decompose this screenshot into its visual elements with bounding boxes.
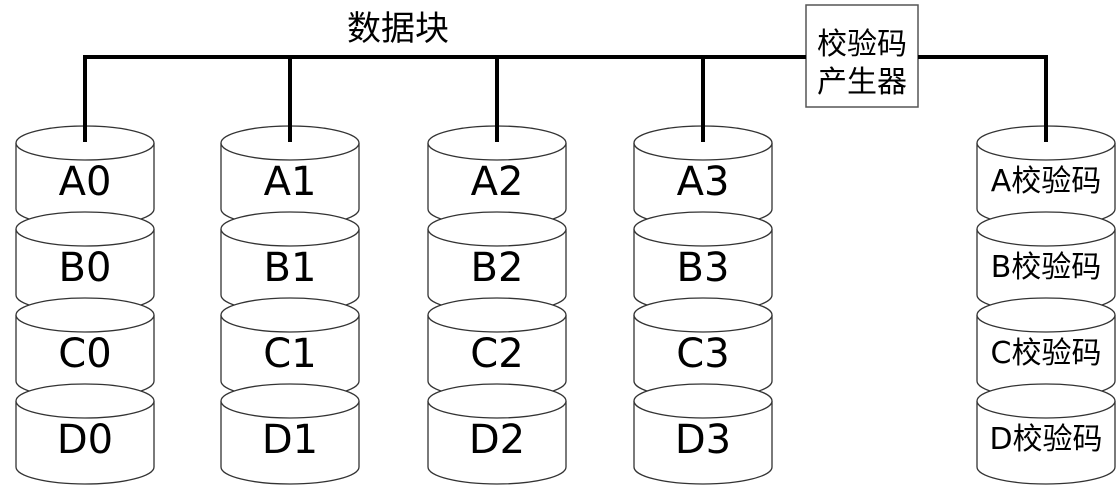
block-label: A校验码: [991, 164, 1102, 199]
disk-segment: C0: [15, 297, 155, 399]
bus-left-line: [83, 55, 806, 142]
block-label: B0: [59, 245, 112, 291]
disk-segment: C校验码: [976, 297, 1116, 399]
block-label: D1: [262, 417, 318, 463]
cylinder-body: [976, 401, 1116, 485]
block-label: B1: [264, 245, 317, 291]
block-label: A2: [471, 159, 524, 205]
disk-segment: A3: [633, 125, 773, 227]
block-label: D校验码: [989, 422, 1102, 457]
cylinder-top: [633, 383, 773, 419]
generator-label-line1: 校验码: [817, 27, 907, 62]
data-block-title: 数据块: [347, 9, 449, 49]
block-label: A3: [677, 159, 730, 205]
cylinder-body: [427, 401, 567, 485]
cylinder-top: [220, 383, 360, 419]
cylinder-top: [976, 297, 1116, 333]
cylinder-top: [976, 383, 1116, 419]
block-label: B校验码: [991, 250, 1102, 285]
disk-segment: A1: [220, 125, 360, 227]
disk-segment: A0: [15, 125, 155, 227]
cylinder-top: [427, 383, 567, 419]
cylinder-top: [633, 297, 773, 333]
cylinder-top: [15, 211, 155, 247]
cylinder-top: [427, 211, 567, 247]
bus-right-line: [918, 55, 1048, 142]
data-bus: [83, 55, 1048, 142]
disk-segment: A校验码: [976, 125, 1116, 227]
disk-segment: C2: [427, 297, 567, 399]
disk-segment: B3: [633, 211, 773, 313]
parity-generator: 校验码 产生器: [805, 4, 919, 108]
cylinder-top: [633, 211, 773, 247]
disk-segment: D1: [220, 383, 360, 485]
block-label: B2: [471, 245, 524, 291]
disk-segment: B2: [427, 211, 567, 313]
cylinder-top: [427, 297, 567, 333]
block-label: A0: [59, 159, 112, 205]
cylinder-body: [15, 401, 155, 485]
cylinder-top: [15, 383, 155, 419]
block-label: C校验码: [991, 336, 1102, 371]
block-label: C0: [58, 331, 111, 377]
block-label: B3: [677, 245, 730, 291]
cylinder-top: [220, 297, 360, 333]
generator-label-line2: 产生器: [817, 65, 907, 100]
block-label: C2: [470, 331, 523, 377]
block-label: D0: [57, 417, 113, 463]
block-label: D2: [469, 417, 525, 463]
cylinder-body: [220, 401, 360, 485]
cylinder-body: [633, 401, 773, 485]
disk-segment: D2: [427, 383, 567, 485]
disk-segment: C1: [220, 297, 360, 399]
disk-segment: A2: [427, 125, 567, 227]
generator-box: [805, 4, 919, 108]
cylinder-top: [976, 211, 1116, 247]
block-label: C3: [676, 331, 729, 377]
disk-segment: B校验码: [976, 211, 1116, 313]
disk-segment: D校验码: [976, 383, 1116, 485]
block-label: A1: [264, 159, 317, 205]
disk-segment: B1: [220, 211, 360, 313]
disk-segment: D3: [633, 383, 773, 485]
disk-segment: B0: [15, 211, 155, 313]
parity-disk: A校验码 B校验码 C校验码 D校验码: [976, 125, 1116, 485]
block-label: D3: [675, 417, 731, 463]
cylinder-top: [220, 211, 360, 247]
cylinder-top: [15, 297, 155, 333]
block-label: C1: [263, 331, 316, 377]
disk-segment: C3: [633, 297, 773, 399]
disk-segment: D0: [15, 383, 155, 485]
